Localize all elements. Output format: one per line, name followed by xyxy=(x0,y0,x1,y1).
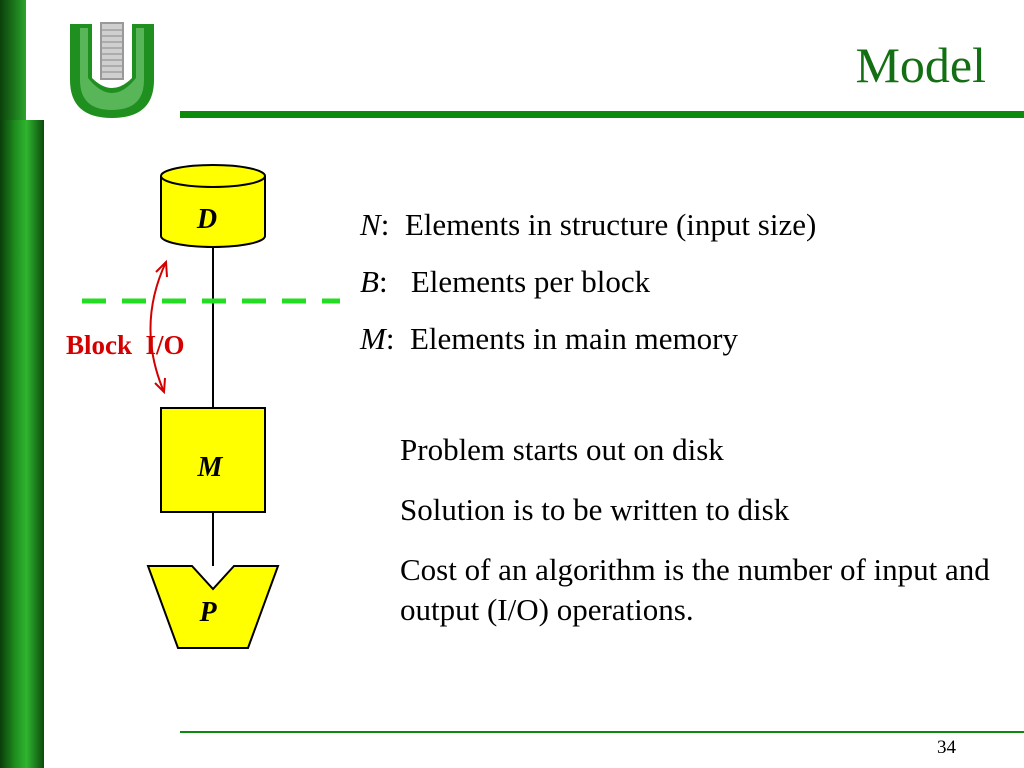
processor-label: P xyxy=(198,597,217,628)
processor-node: P xyxy=(146,565,280,649)
memory-label: M xyxy=(197,452,224,483)
block-io-arrow xyxy=(149,259,168,395)
title-rule xyxy=(180,111,1024,118)
point-output-to-disk: Solution is to be written to disk xyxy=(400,492,790,527)
definition-text: Elements in structure (input size) xyxy=(404,207,817,242)
point-input-on-disk: Problem starts out on disk xyxy=(400,432,724,467)
block-io-label: Block I/O xyxy=(66,330,185,360)
page-number: 34 xyxy=(937,737,956,758)
definition-separator: : xyxy=(378,264,411,299)
university-logo-icon xyxy=(70,22,154,118)
disk-node: D xyxy=(160,164,266,248)
model-points: Problem starts out on disk Solution is t… xyxy=(400,430,1000,630)
definition-b: B: Elements per block xyxy=(360,253,816,310)
definition-text: Elements in main memory xyxy=(409,321,738,356)
page-title: Model xyxy=(855,37,986,93)
parameter-definitions: N: Elements in structure (input size) B:… xyxy=(360,196,816,367)
definition-n: N: Elements in structure (input size) xyxy=(360,196,816,253)
definition-m: M: Elements in main memory xyxy=(360,310,816,367)
definition-separator: : xyxy=(380,207,405,242)
memory-node: M xyxy=(160,407,266,513)
footer-rule xyxy=(180,731,1024,733)
definition-symbol: N xyxy=(360,207,381,242)
definition-text: Elements per block xyxy=(410,264,651,299)
side-band xyxy=(0,120,44,768)
side-band-top xyxy=(0,0,26,120)
definition-symbol: M xyxy=(360,321,386,356)
disk-label: D xyxy=(196,204,217,235)
definition-symbol: B xyxy=(360,264,379,299)
point-io-cost: Cost of an algorithm is the number of in… xyxy=(400,552,990,627)
definition-separator: : xyxy=(385,321,410,356)
